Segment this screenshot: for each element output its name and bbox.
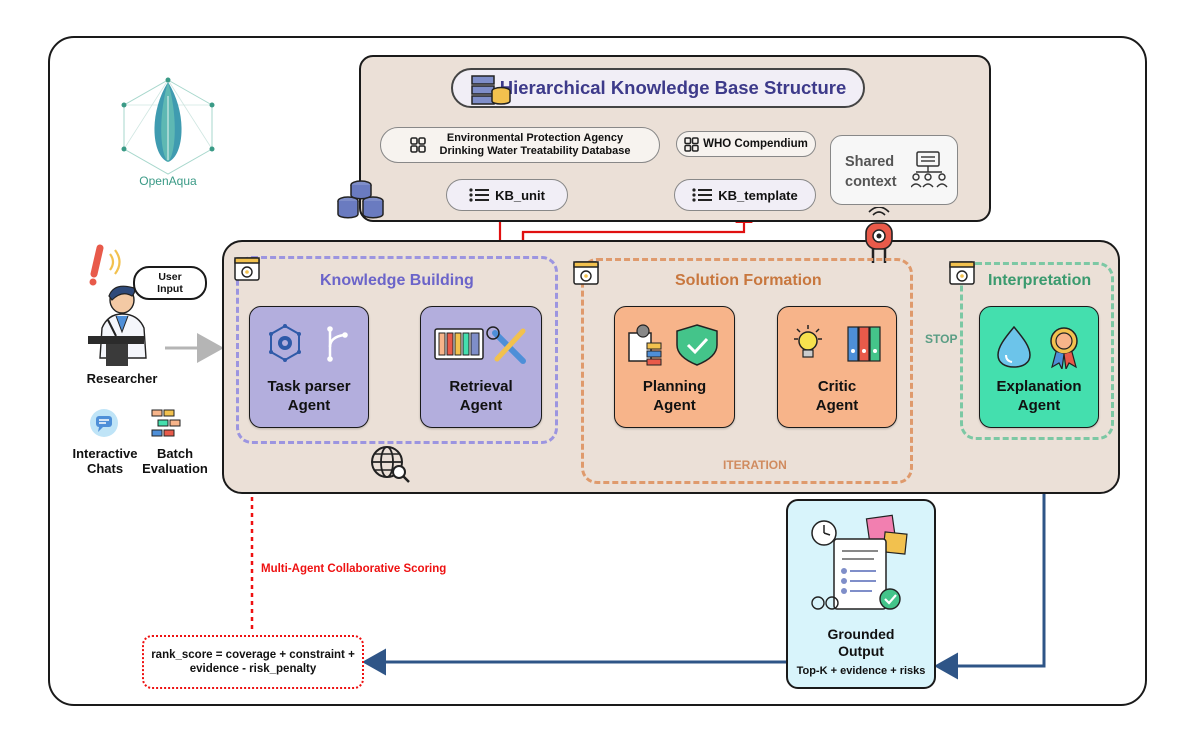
scoring-label: Multi-Agent Collaborative Scoring xyxy=(261,563,447,575)
planning-line1: Planning xyxy=(642,378,707,395)
batch-flow-icon[interactable] xyxy=(150,408,184,445)
planning-agent[interactable]: Planning Agent xyxy=(614,306,735,428)
critic-line1: Critic xyxy=(817,378,857,395)
output-subtitle: Top-K + evidence + risks xyxy=(796,665,926,677)
planning-line2: Agent xyxy=(653,397,696,414)
score-line2: evidence - risk_penalty xyxy=(189,663,317,675)
kb-title: Hierarchical Knowledge Base Structure xyxy=(451,68,865,108)
grid-icon xyxy=(409,137,426,153)
rank-score-box: rank_score = coverage + constraint + evi… xyxy=(142,635,364,689)
gear-branch-icon xyxy=(269,324,348,362)
ai-browser-icon xyxy=(948,258,978,293)
logo-text: OpenAqua xyxy=(139,174,197,188)
report-clock-icon xyxy=(811,514,908,610)
explanation-agent[interactable]: Explanation Agent xyxy=(979,306,1099,428)
knowledge-building-title: Knowledge Building xyxy=(320,272,474,289)
plan-shield-icon xyxy=(628,324,718,366)
kb-unit-pill: KB_unit xyxy=(446,179,568,211)
user-input-bubble: User Input xyxy=(133,266,207,300)
iteration-label: ITERATION xyxy=(723,458,787,472)
database-stack-icon xyxy=(333,176,389,229)
kb-template-pill: KB_template xyxy=(674,179,816,211)
explanation-line2: Agent xyxy=(1017,397,1061,414)
interpretation-title: Interpretation xyxy=(988,272,1092,289)
solution-formation-title: Solution Formation xyxy=(675,272,822,289)
knowledge-building-group xyxy=(236,256,558,444)
bulb-binders-icon xyxy=(794,325,881,362)
epa-line2: Drinking Water Treatability Database xyxy=(439,145,631,157)
list-icon xyxy=(469,188,490,202)
critic-agent[interactable]: Critic Agent xyxy=(777,306,897,428)
output-title-line1: Grounded xyxy=(827,626,895,642)
arrow-explanation-to-output xyxy=(934,436,1046,680)
openaqua-logo: OpenAqua xyxy=(108,76,228,196)
list-icon xyxy=(692,188,713,202)
shared-line1: Shared xyxy=(845,154,895,170)
who-compendium-pill: WHO Compendium xyxy=(676,131,816,157)
grounded-output-box: Grounded Output Top-K + evidence + risks xyxy=(786,499,936,689)
chat-bubble-icon[interactable] xyxy=(89,408,119,443)
researcher-label: Researcher xyxy=(86,371,158,386)
task-parser-line2: Agent xyxy=(287,397,331,414)
task-parser-agent[interactable]: Task parser Agent xyxy=(249,306,369,428)
epa-database-pill: Environmental Protection Agency Drinking… xyxy=(380,127,660,163)
stop-label: STOP xyxy=(925,332,958,346)
task-parser-line1: Task parser xyxy=(267,378,351,395)
user-input-line1: User xyxy=(158,271,182,283)
globe-search-icon xyxy=(369,444,411,489)
robot-icon xyxy=(862,206,896,272)
explanation-line1: Explanation xyxy=(996,378,1082,395)
shared-context-box: Shared context xyxy=(830,135,958,205)
ai-browser-icon xyxy=(233,254,263,289)
user-input-line2: Input xyxy=(157,283,183,295)
output-title-line2: Output xyxy=(838,643,884,659)
server-tools-icon xyxy=(434,326,526,364)
retrieval-line1: Retrieval xyxy=(449,378,513,395)
epa-line1: Environmental Protection Agency xyxy=(446,132,624,144)
hierarchy-icon xyxy=(911,151,948,188)
interpretation-group xyxy=(960,262,1114,440)
database-server-icon xyxy=(470,74,512,111)
drop-award-icon xyxy=(997,325,1078,369)
ai-browser-icon xyxy=(572,258,602,293)
score-line1: rank_score = coverage + constraint + xyxy=(151,649,355,661)
solution-formation-group xyxy=(581,258,913,484)
shared-line2: context xyxy=(845,174,897,190)
grid-icon xyxy=(684,136,699,152)
retrieval-line2: Agent xyxy=(459,397,503,414)
critic-line2: Agent xyxy=(815,397,859,414)
researcher-illustration xyxy=(78,240,188,375)
retrieval-agent[interactable]: Retrieval Agent xyxy=(420,306,542,428)
